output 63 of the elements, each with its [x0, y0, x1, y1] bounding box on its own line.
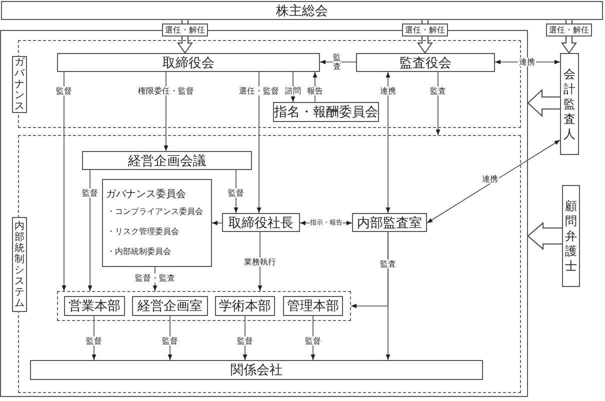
arrow: [242, 316, 248, 360]
arrow: [436, 72, 440, 136]
meeting-box: 株主総会: [1, 1, 603, 20]
edge-label: 監督: [85, 336, 103, 346]
arrow: [426, 140, 560, 224]
arrow: [386, 232, 390, 360]
arrow: [312, 72, 318, 102]
edge-label: 選任・解任: [162, 24, 208, 36]
edge-label: 監督: [161, 336, 179, 346]
committee-box: 指名・報酬委員会: [273, 102, 379, 122]
vertical-label: 内部統制システム: [12, 217, 27, 312]
edge-label: 監督: [81, 188, 99, 198]
arrow: [92, 316, 96, 360]
arrow: [164, 72, 168, 152]
arrow: [290, 72, 296, 102]
affiliates-box: 関係会社: [30, 360, 483, 380]
arrow: [168, 316, 172, 360]
box: 管理本部: [283, 296, 343, 316]
president-box: 取締役社長: [222, 213, 300, 232]
list-item: ・内部統制委員会: [107, 246, 171, 257]
edge-label: 監査: [379, 260, 397, 268]
office-box: 内部監査室: [352, 213, 427, 232]
dashed-group: [57, 291, 351, 321]
committee-box: [102, 179, 212, 267]
arrow: [88, 170, 92, 292]
board-box: 取締役会: [57, 53, 320, 72]
committee-heading: ガバナンス委員会: [106, 188, 186, 201]
edge-label: 監督: [236, 336, 254, 346]
board-box: 監査役会: [356, 53, 495, 72]
arrow: [386, 72, 390, 214]
edge-label: 諮問: [284, 86, 302, 96]
arrow: [310, 316, 316, 360]
box: 学術本部: [215, 296, 275, 316]
edge-label: 監督: [304, 336, 322, 346]
edge-label: 連携: [518, 58, 536, 66]
council-box: 経営企画会議: [82, 151, 252, 170]
edge-label: 連携: [481, 174, 499, 184]
auditor-box: 会計監査人: [560, 53, 579, 155]
edge-label: 選任・監督: [238, 86, 280, 96]
edge-label: 監督・監査: [134, 274, 176, 282]
edge-label: 連携: [379, 86, 397, 96]
block-arrow: [527, 222, 562, 250]
arrow: [212, 220, 222, 226]
block-arrow: [527, 88, 560, 118]
edge-label: 監査: [333, 53, 341, 71]
vertical-label: ガバナンス: [12, 56, 27, 113]
edge-label: 権限委任・監督: [137, 86, 195, 96]
lawyer-box: 顧問弁護士: [562, 185, 580, 287]
edge-label: 業務執行: [243, 258, 277, 266]
list-item: ・コンプライアンス委員会: [107, 206, 203, 217]
edge-label: 監査: [429, 86, 447, 96]
arrow: [256, 72, 262, 214]
box: 営業本部: [64, 296, 125, 316]
arrow: [234, 170, 238, 214]
arrow: [320, 60, 356, 64]
edge-label: 監督: [227, 188, 245, 198]
list-item: ・リスク管理委員会: [107, 226, 179, 237]
arrow: [62, 72, 66, 292]
edge-label: 選任・解任: [402, 24, 448, 36]
edge-label: 選任・解任: [546, 24, 592, 36]
edge-label: 監督: [55, 86, 73, 96]
box: 経営企画室: [132, 296, 208, 316]
edge-label: 報告: [306, 86, 324, 96]
